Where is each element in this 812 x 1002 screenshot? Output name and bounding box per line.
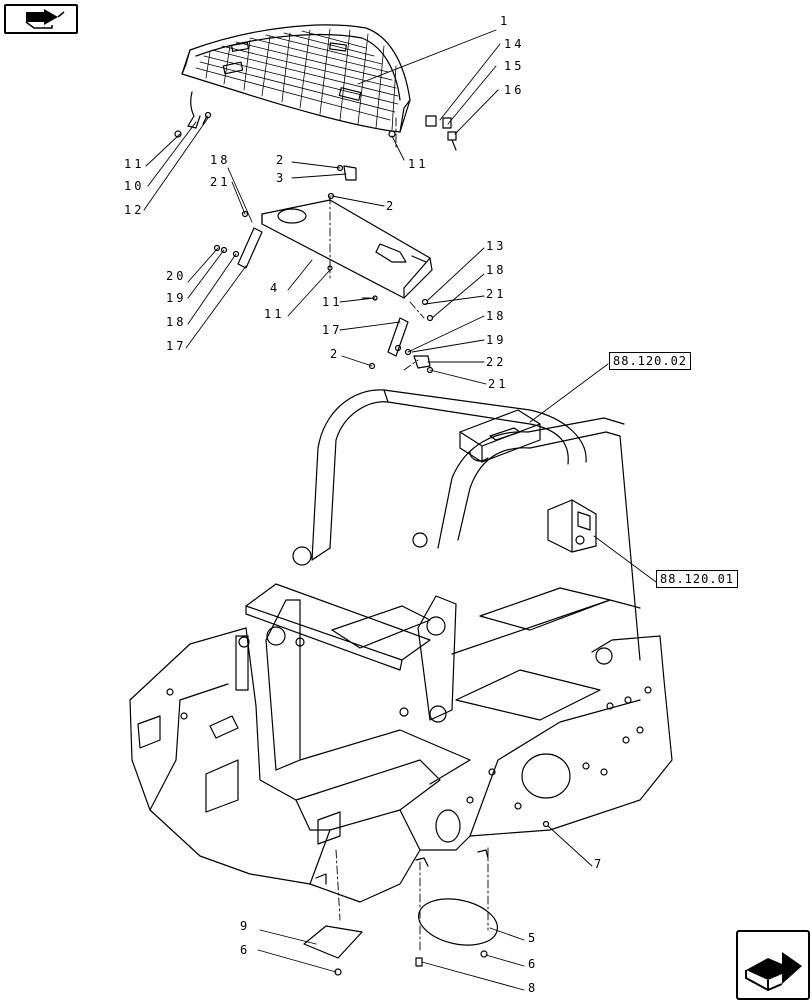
callout-2: 2 — [386, 199, 396, 213]
callout-17: 17 — [322, 323, 342, 337]
callout-1: 1 — [500, 14, 510, 28]
callout-12: 12 — [124, 203, 144, 217]
previous-page-button[interactable] — [4, 4, 78, 34]
callout-4: 4 — [270, 281, 280, 295]
callout-21: 21 — [486, 287, 506, 301]
grille-panel — [181, 24, 411, 133]
reference-assembly-88-120-01 — [547, 499, 597, 553]
callout-21: 21 — [488, 377, 508, 391]
bracket-10 — [187, 91, 201, 129]
callout-2: 2 — [330, 347, 340, 361]
callout-6: 6 — [240, 943, 250, 957]
next-page-button[interactable] — [736, 930, 810, 1000]
callout-21: 21 — [210, 175, 230, 189]
callout-11: 11 — [264, 307, 284, 321]
callout-11: 11 — [124, 157, 144, 171]
plate-9 — [303, 925, 363, 959]
callout-9: 9 — [240, 919, 250, 933]
callout-15: 15 — [504, 59, 524, 73]
cover-5 — [418, 898, 498, 946]
chassis-frame — [129, 389, 673, 903]
callout-18: 18 — [166, 315, 186, 329]
callout-19: 19 — [486, 333, 506, 347]
callout-11: 11 — [322, 295, 342, 309]
callout-8: 8 — [528, 981, 538, 995]
callout-6: 6 — [528, 957, 538, 971]
callout-10: 10 — [124, 179, 144, 193]
back-arrow-icon — [25, 9, 65, 29]
callout-18: 18 — [486, 309, 506, 323]
cover-plate-4 — [261, 199, 433, 299]
callout-7: 7 — [594, 857, 604, 871]
callout-labels: 1 14 15 16 11 10 12 11 2 3 18 21 2 20 19… — [124, 14, 604, 995]
reference-box-88-120-02[interactable]: 88.120.02 — [609, 352, 692, 370]
callout-19: 19 — [166, 291, 186, 305]
callout-5: 5 — [528, 931, 538, 945]
reference-assembly-88-120-02 — [459, 409, 541, 463]
callout-18: 18 — [486, 263, 506, 277]
reference-box-88-120-01[interactable]: 88.120.01 — [656, 570, 739, 588]
callout-13: 13 — [486, 239, 506, 253]
callout-16: 16 — [504, 83, 524, 97]
gas-spring-right — [387, 317, 409, 357]
callout-11: 11 — [408, 157, 428, 171]
callout-22: 22 — [486, 355, 506, 369]
callout-17: 17 — [166, 339, 186, 353]
callout-3: 3 — [276, 171, 286, 185]
callout-20: 20 — [166, 269, 186, 283]
callout-18: 18 — [210, 153, 230, 167]
callout-14: 14 — [504, 37, 524, 51]
callout-2: 2 — [276, 153, 286, 167]
next-page-icon — [745, 952, 802, 992]
gas-spring-left — [237, 227, 263, 269]
clip-3 — [343, 165, 357, 181]
